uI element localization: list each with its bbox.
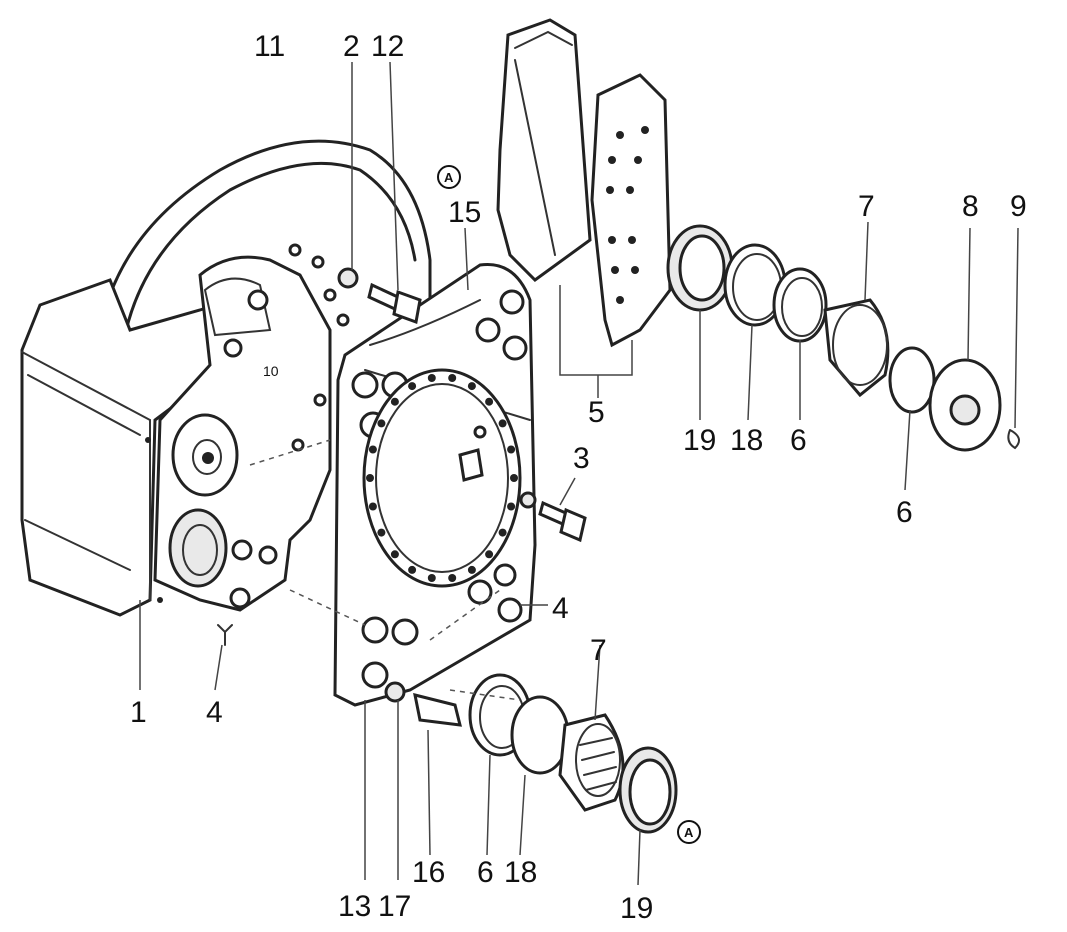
callout-13: 13 <box>338 890 371 923</box>
ring-bolt-hole <box>366 474 374 482</box>
ring-bolt-hole <box>467 382 476 391</box>
reference-mark-a-top: A <box>437 165 461 189</box>
washer-2 <box>337 267 359 289</box>
ring-bolt-hole <box>448 574 457 582</box>
lower-drive-train <box>384 673 678 834</box>
ring-bolt-hole <box>377 419 386 428</box>
ring-bolt-hole <box>448 374 457 382</box>
callout-4-left: 4 <box>206 696 223 729</box>
ring-bolt-hole <box>485 397 494 406</box>
callout-11: 11 <box>254 30 285 63</box>
ring-bolt-hole <box>408 565 417 574</box>
callout-12: 12 <box>371 30 404 63</box>
callouts: 11 2 12 15 7 8 9 10 5 19 18 6 3 6 4 7 1 … <box>130 30 1027 925</box>
callout-17: 17 <box>378 890 411 923</box>
ring-bolt-hole <box>498 419 507 428</box>
ring-bolt-hole <box>377 528 386 537</box>
ring-bolt-hole <box>368 502 377 511</box>
ring-bolt-hole <box>427 374 436 382</box>
callout-10: 10 <box>263 363 279 379</box>
washer-17 <box>384 681 406 703</box>
callout-4-right: 4 <box>552 592 569 625</box>
callout-8: 8 <box>962 190 979 223</box>
callout-6-lower: 6 <box>477 856 494 889</box>
ring-bolt-hole <box>427 574 436 582</box>
lower-ring-18 <box>510 695 570 775</box>
callout-7-lower: 7 <box>590 634 607 667</box>
callout-19-lower: 19 <box>620 892 653 925</box>
callout-15: 15 <box>448 196 481 229</box>
bolts <box>217 267 587 646</box>
callout-19-upper: 19 <box>683 424 716 457</box>
ring-bolt-hole <box>408 382 417 391</box>
plug-4 <box>217 624 233 646</box>
ring-bolt-hole <box>390 397 399 406</box>
callout-3: 3 <box>573 442 590 475</box>
ring-bolt-hole <box>507 502 516 511</box>
leader-lines <box>139 61 1019 886</box>
ring-bolt-hole <box>510 474 518 482</box>
callout-18-lower: 18 <box>504 856 537 889</box>
ring-bolt-hole <box>485 550 494 559</box>
ring-bolt-hole <box>507 445 516 454</box>
upper-drive-train <box>666 224 1020 452</box>
ring-bolt-hole <box>368 445 377 454</box>
callout-6-right: 6 <box>896 496 913 529</box>
ring-bolt-hole <box>467 565 476 574</box>
ring-bolt-hole <box>498 528 507 537</box>
ring-bolt-hole <box>390 550 399 559</box>
callout-2: 2 <box>343 30 360 63</box>
lower-sleeve-7 <box>558 713 625 812</box>
callout-7-upper: 7 <box>858 190 875 223</box>
callout-18-upper: 18 <box>730 424 763 457</box>
upper-washer-6b <box>888 346 936 414</box>
screw-9 <box>1007 429 1020 450</box>
reference-marks: A A <box>437 165 701 844</box>
adapter-plate-part-13 <box>333 262 537 707</box>
callout-1: 1 <box>130 696 147 729</box>
callout-16: 16 <box>412 856 445 889</box>
svg-text:A: A <box>684 825 694 840</box>
callout-9: 9 <box>1010 190 1027 223</box>
housing-part-1 <box>20 139 432 617</box>
brake-shoe-part-5 <box>496 18 672 376</box>
reference-mark-a-bottom: A <box>677 820 701 844</box>
callout-6-upper: 6 <box>790 424 807 457</box>
bolt-16 <box>413 692 462 727</box>
callout-5: 5 <box>588 396 605 429</box>
svg-text:A: A <box>444 170 454 185</box>
